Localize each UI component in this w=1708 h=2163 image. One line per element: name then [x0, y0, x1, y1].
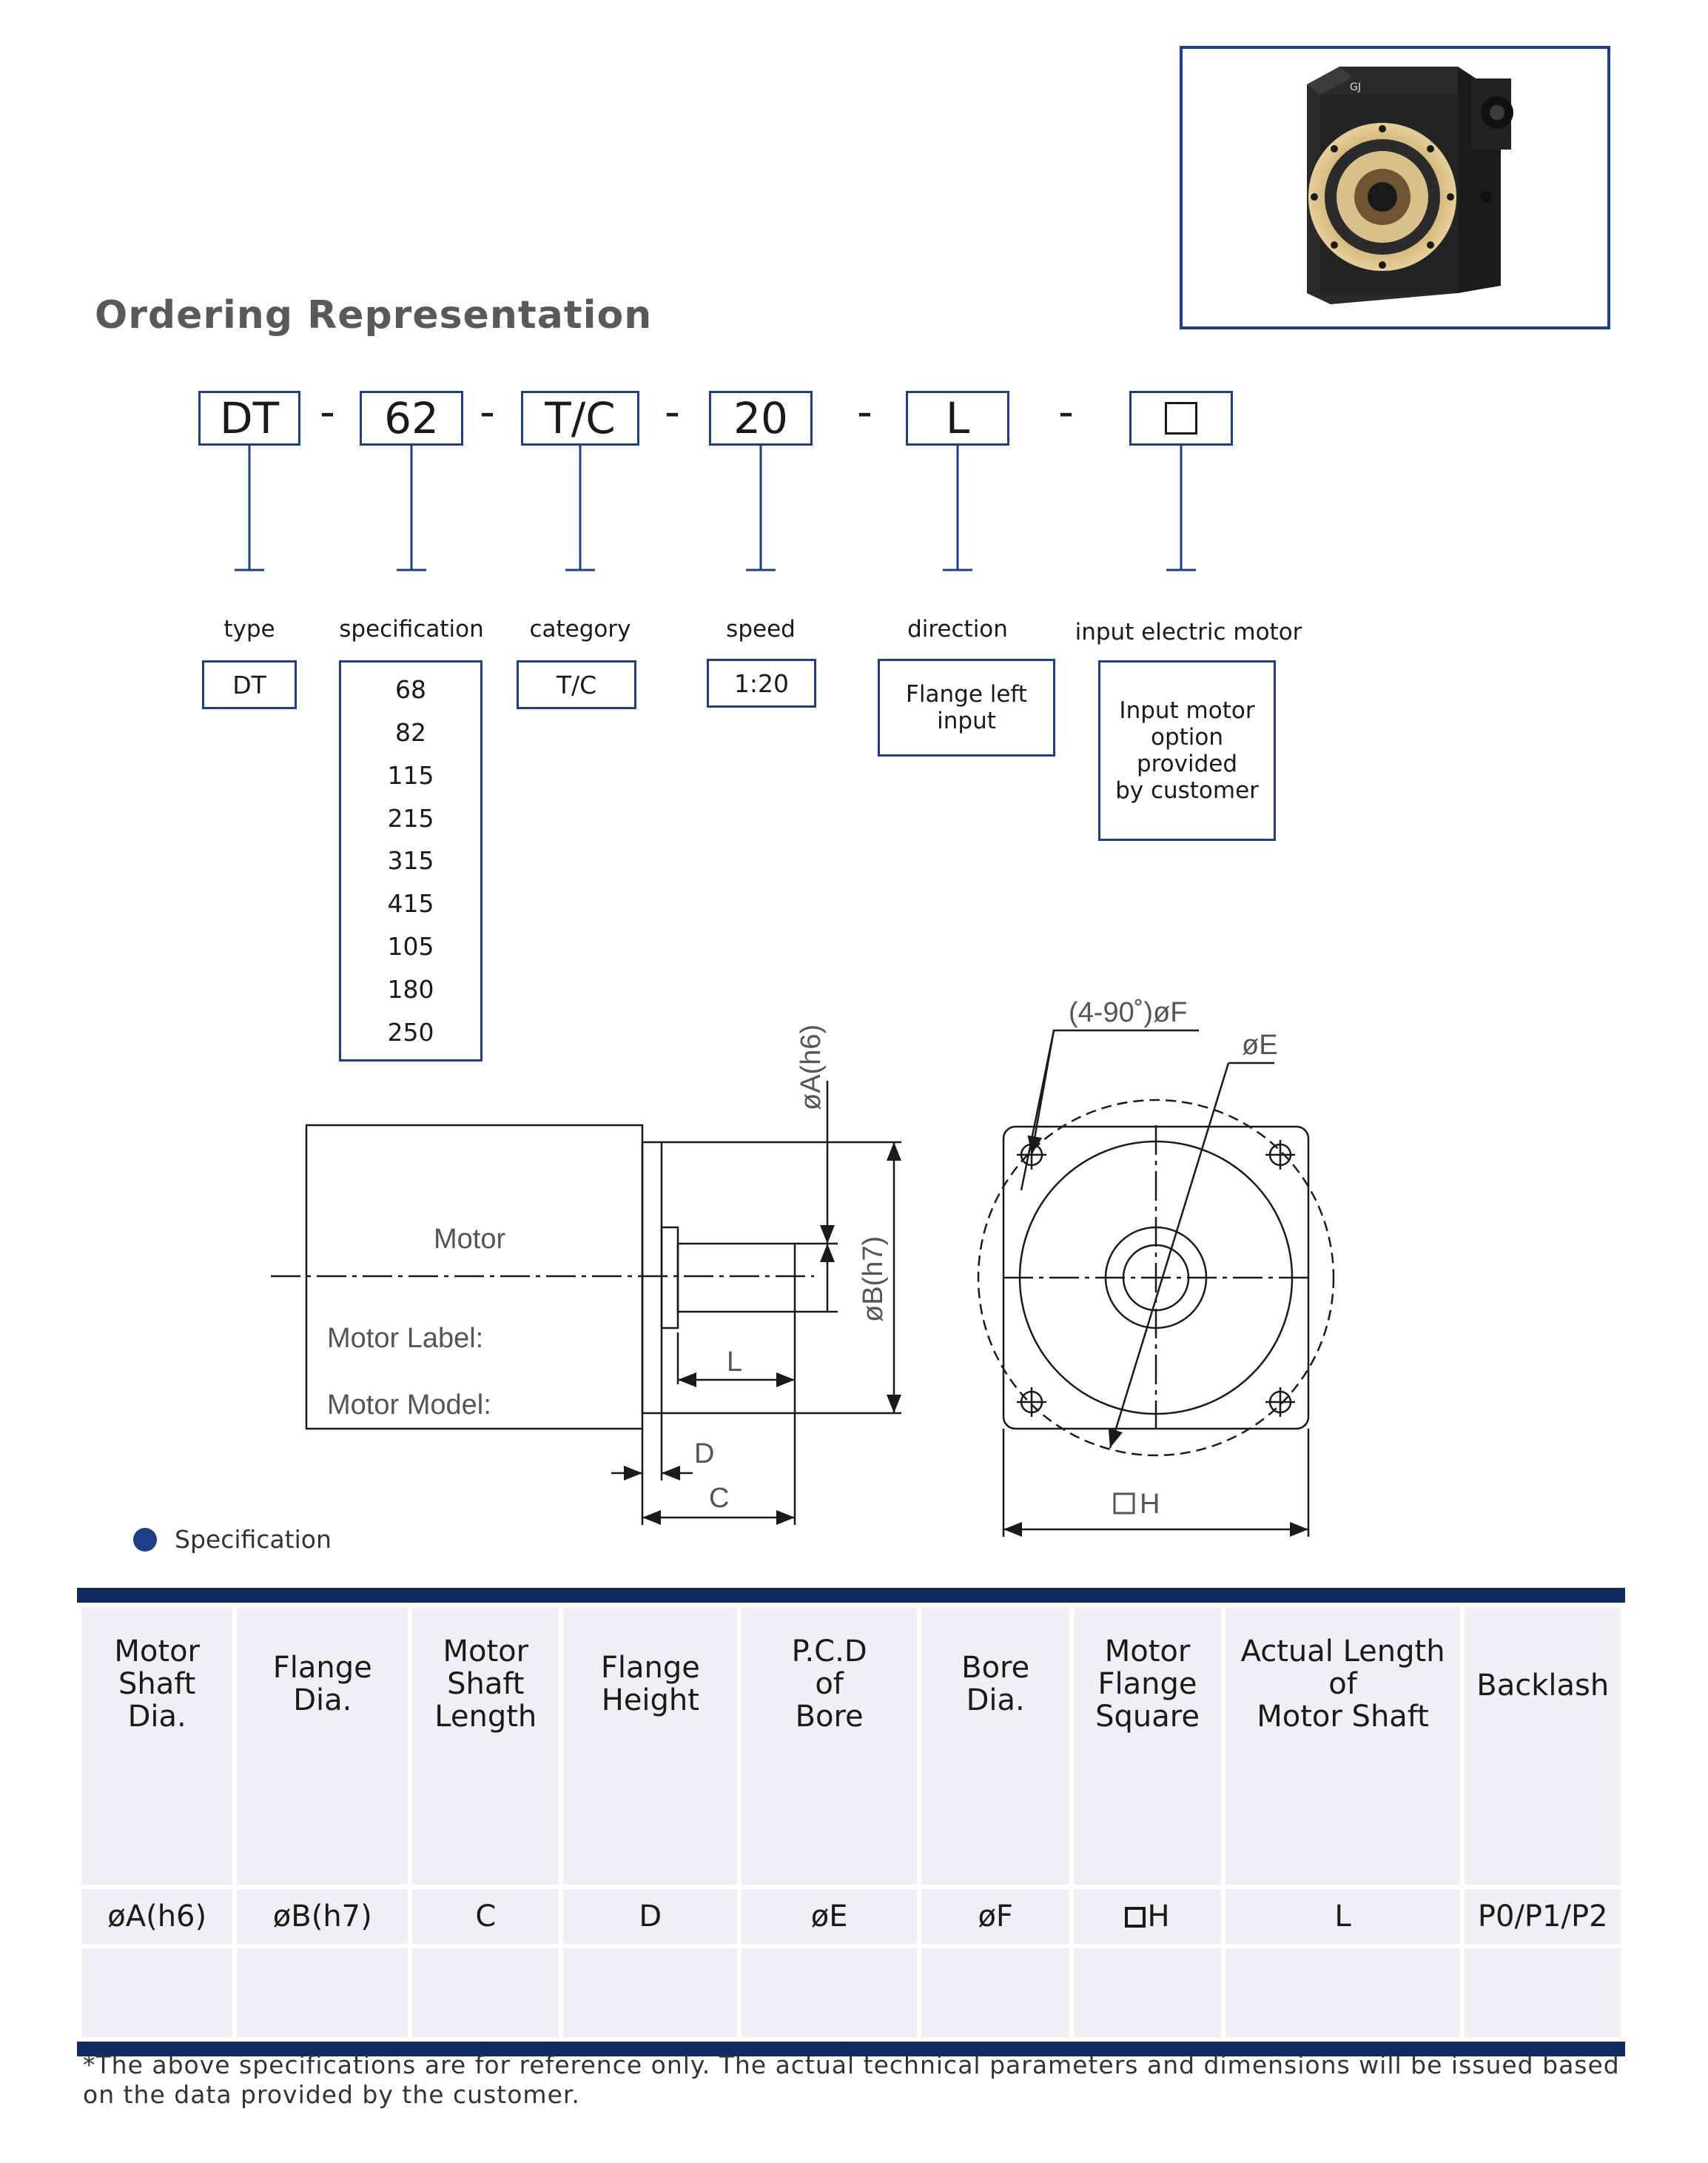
dim-c-label: C — [709, 1483, 729, 1514]
gearbox-product-image: GJ — [1307, 67, 1513, 304]
symbol-cell: D — [563, 1889, 738, 1944]
direction-option-box: Flange left input — [878, 659, 1055, 757]
symbol-text: H — [1147, 1899, 1170, 1934]
type-option-box: DT — [202, 660, 297, 709]
dim-e-label: øE — [1242, 1030, 1278, 1061]
code-separator: - — [857, 386, 873, 437]
category-label-direction: direction — [907, 616, 1008, 643]
empty-cell — [412, 1948, 559, 2037]
direction-option: Flange left input — [906, 681, 1027, 734]
dim-b-label: øB(h7) — [858, 1236, 889, 1322]
symbol-cell: H — [1074, 1889, 1221, 1944]
type-option: DT — [232, 670, 266, 700]
specification-option: 105 — [387, 931, 434, 961]
specification-heading-text: Specification — [175, 1525, 332, 1554]
code-speed-box: 20 — [709, 391, 813, 446]
category-option-box: T/C — [517, 660, 636, 709]
code-specification-box: 62 — [360, 391, 463, 446]
motor-label: Motor — [434, 1224, 505, 1255]
specification-heading: Specification — [133, 1525, 332, 1554]
empty-cell — [237, 1948, 408, 2037]
product-photo-frame: GJ — [1180, 46, 1610, 329]
motor-option-line: by customer — [1115, 777, 1259, 804]
motor-label-text: Motor Label: — [327, 1323, 483, 1354]
svg-text:GJ: GJ — [1350, 81, 1361, 93]
specification-option: 415 — [387, 889, 434, 919]
page-title: Ordering Representation — [95, 293, 653, 338]
code-separator: - — [1058, 386, 1074, 437]
square-symbol-icon — [1125, 1907, 1146, 1928]
code-separator: - — [480, 386, 495, 437]
symbol-cell: C — [412, 1889, 559, 1944]
empty-cell — [1074, 1948, 1221, 2037]
empty-cell — [921, 1948, 1070, 2037]
code-type-box: DT — [198, 391, 300, 446]
symbol-cell: L — [1225, 1889, 1461, 1944]
bullet-dot-icon — [133, 1527, 157, 1552]
dim-h-label: H — [1140, 1489, 1160, 1520]
category-label-specification: specification — [339, 616, 484, 643]
symbol-cell: P0/P1/P2 — [1465, 1889, 1621, 1944]
table-row: øA(h6) øB(h7) C D øE øF H L P0/P1/P2 — [81, 1889, 1621, 1944]
dim-d-label: D — [694, 1438, 714, 1469]
code-separator: - — [665, 386, 680, 437]
category-option: T/C — [556, 670, 597, 700]
code-direction-box: L — [906, 391, 1009, 446]
footnote-text: The above specifications are for referen… — [83, 2050, 1620, 2109]
empty-cell — [742, 1948, 917, 2037]
code-connector-lines — [235, 446, 1196, 571]
motor-body — [305, 1124, 644, 1430]
table-row-empty — [81, 1948, 1621, 2037]
code-separator: - — [320, 386, 335, 437]
symbol-cell: øE — [742, 1889, 917, 1944]
specification-option: 82 — [395, 718, 426, 748]
category-label-category: category — [529, 616, 631, 643]
category-label-motor: input electric motor — [1075, 619, 1302, 645]
empty-cell — [81, 1948, 233, 2037]
symbol-cell: øA(h6) — [81, 1889, 233, 1944]
footnote-marker: * — [83, 2050, 96, 2079]
specification-option: 315 — [387, 846, 434, 876]
motor-option-box: Input motor option provided by customer — [1098, 660, 1276, 841]
speed-option-box: 1:20 — [707, 659, 816, 708]
empty-square-icon — [1165, 402, 1197, 435]
code-category-box: T/C — [521, 391, 639, 446]
code-motor-box — [1129, 391, 1233, 446]
category-label-speed: speed — [726, 616, 796, 643]
specification-option: 180 — [387, 974, 434, 1004]
empty-cell — [1465, 1948, 1621, 2037]
speed-option: 1:20 — [733, 668, 790, 698]
empty-cell — [1225, 1948, 1461, 2037]
pcd-circle — [977, 1099, 1335, 1457]
dim-a-label: øA(h6) — [796, 1025, 827, 1110]
motor-model-text: Motor Model: — [327, 1389, 491, 1421]
specification-option-list: 68 82 115 215 315 415 105 180 250 — [339, 660, 483, 1062]
motor-option-line: option provided — [1136, 724, 1238, 777]
footnote: *The above specifications are for refere… — [83, 2050, 1622, 2110]
specification-option: 215 — [387, 803, 434, 833]
dim-f-label: (4-90˚)øF — [1069, 997, 1187, 1028]
symbol-cell: øF — [921, 1889, 1070, 1944]
symbol-cell: øB(h7) — [237, 1889, 408, 1944]
square-symbol-icon — [1113, 1492, 1135, 1515]
specification-option: 250 — [387, 1017, 434, 1047]
motor-option-line: Input motor — [1119, 697, 1255, 724]
category-label-type: type — [223, 616, 275, 643]
specification-option: 68 — [395, 675, 426, 705]
specification-option: 115 — [387, 760, 434, 790]
empty-cell — [563, 1948, 738, 2037]
header-backlash: Backlash — [1465, 1607, 1621, 1885]
flange-square — [1002, 1125, 1310, 1430]
dim-l-label: L — [727, 1347, 742, 1378]
